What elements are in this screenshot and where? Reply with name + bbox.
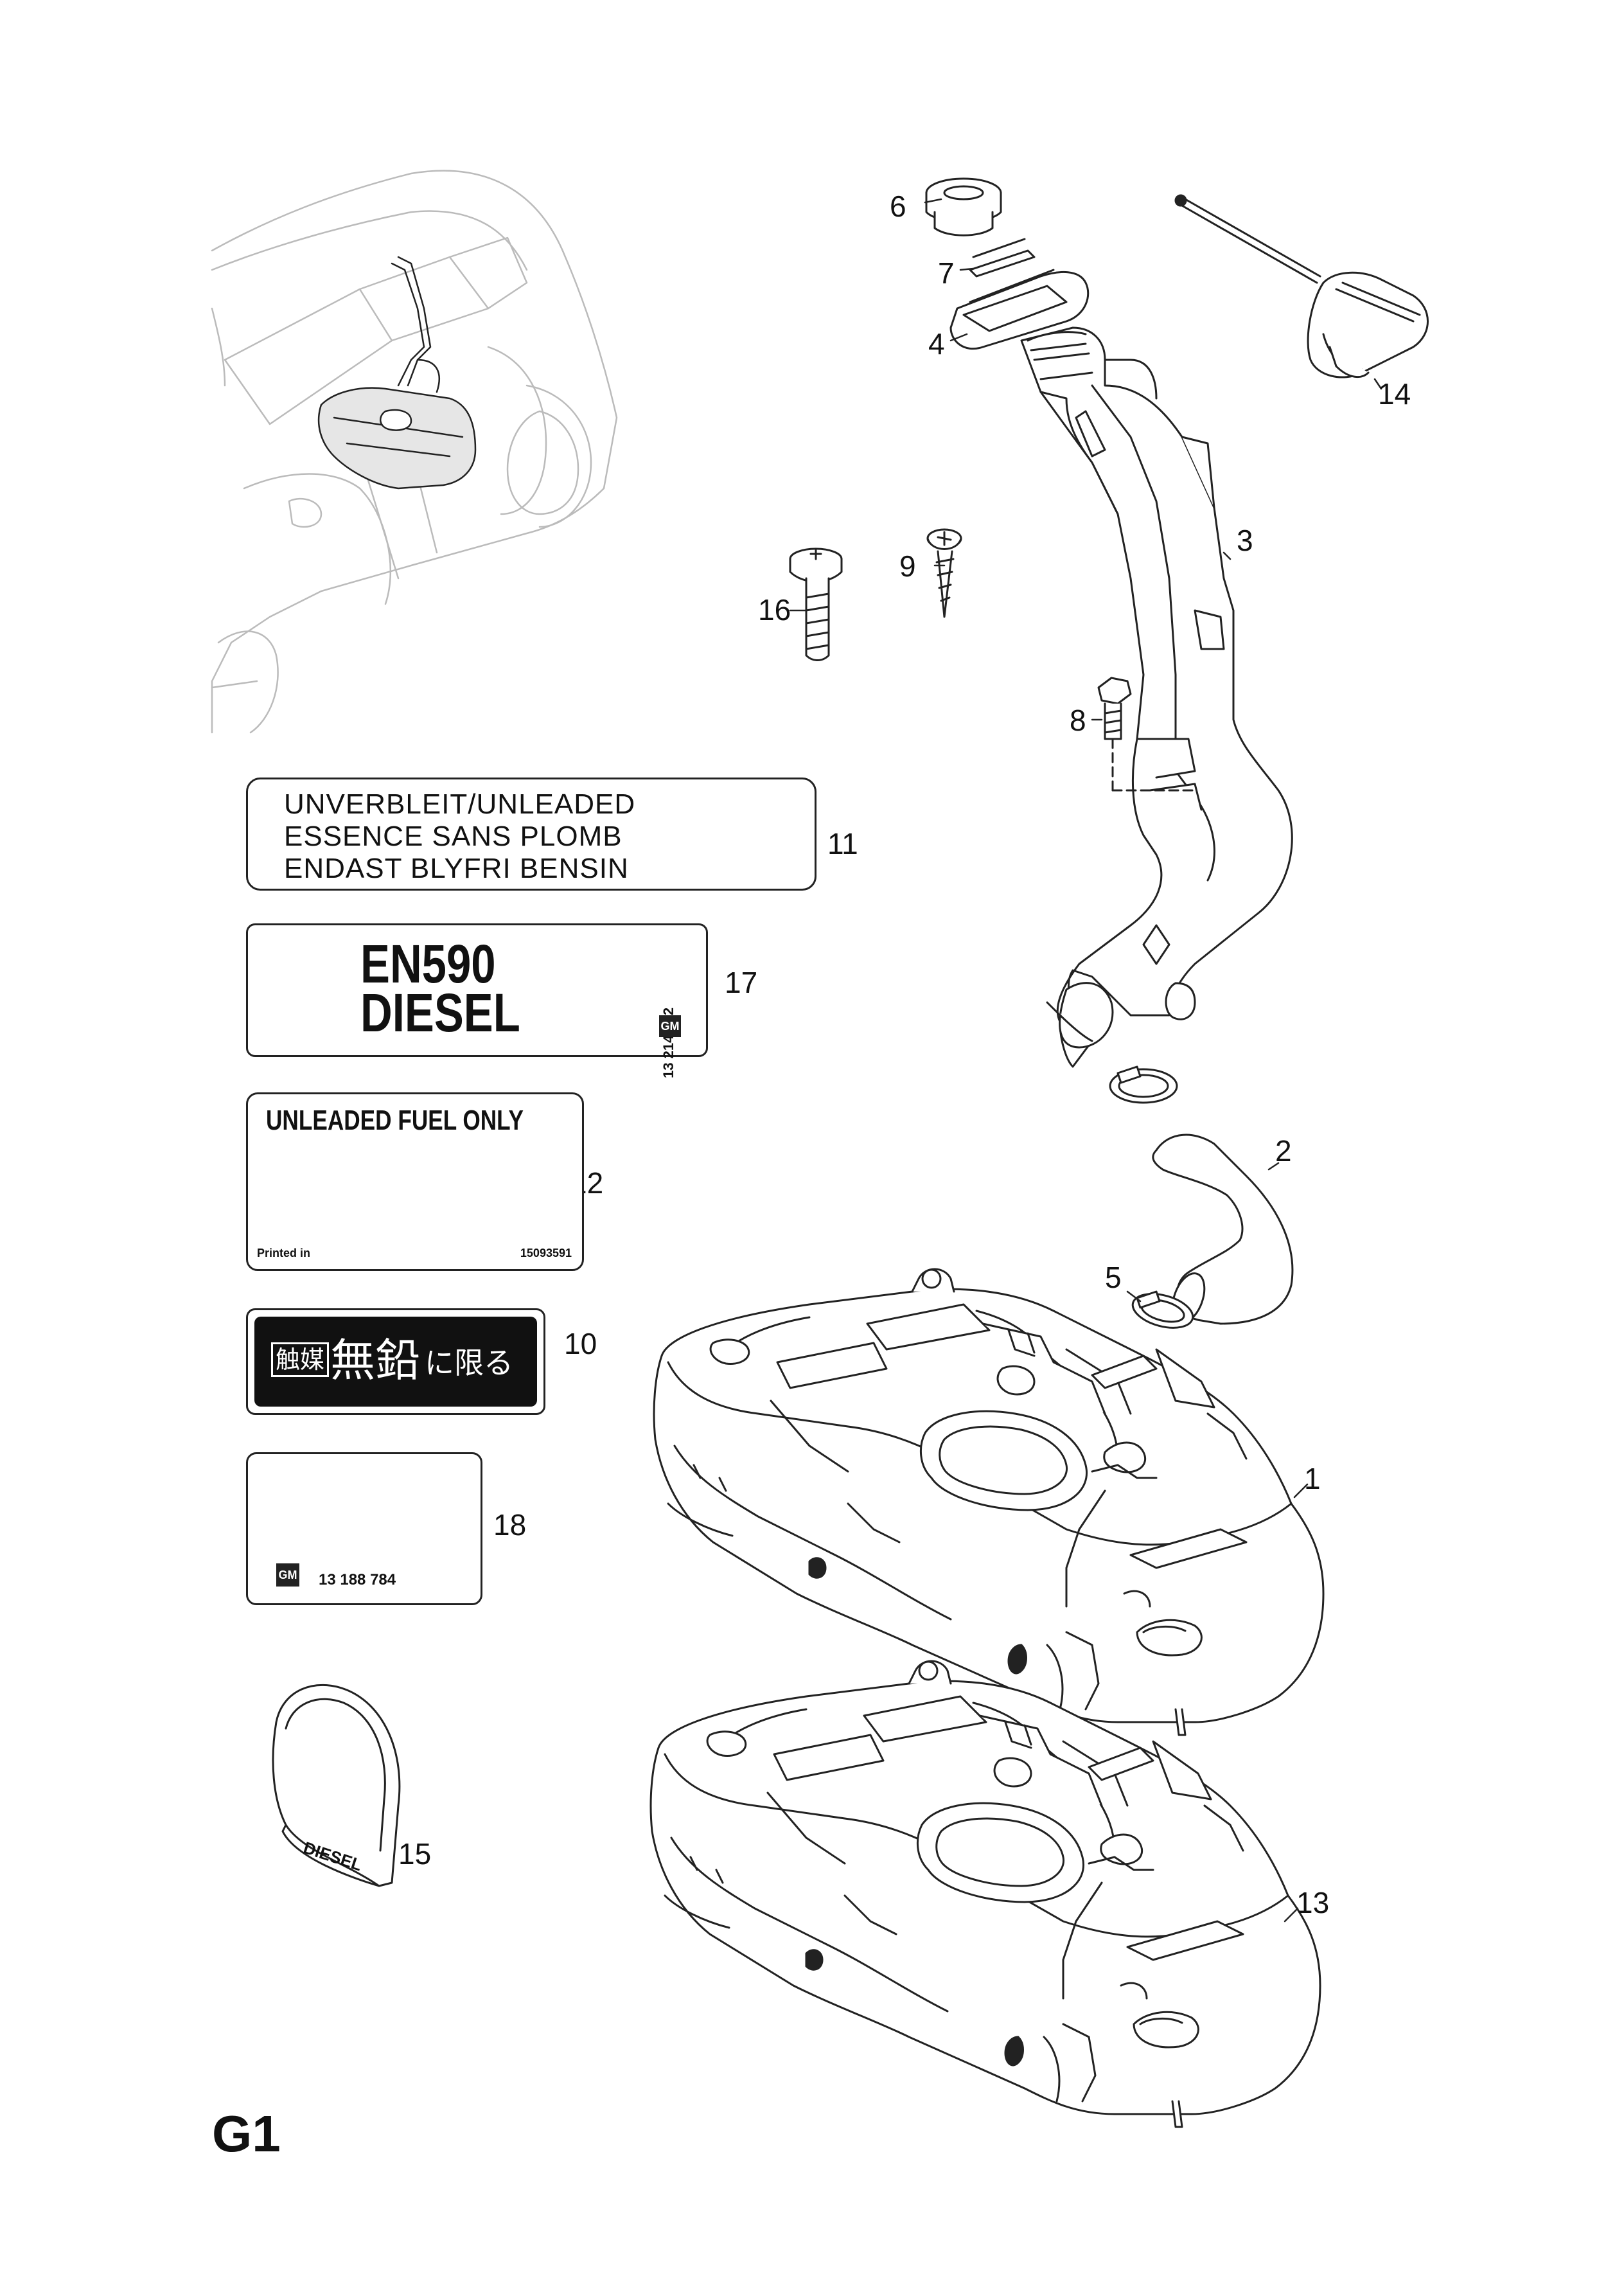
clamp-upper	[1109, 1065, 1178, 1104]
page-code: G1	[212, 2105, 281, 2162]
callout-17: 17	[725, 966, 758, 999]
label-11-line-1: UNVERBLEIT/UNLEADED	[284, 788, 636, 820]
callout-4: 4	[928, 327, 945, 360]
callout-14: 14	[1378, 377, 1411, 411]
label-10-boxed-text: 触媒	[271, 1342, 330, 1377]
callout-16: 16	[758, 593, 791, 627]
callout-10: 10	[564, 1327, 597, 1360]
label-10-background: 触媒 無鉛 に限る	[254, 1317, 537, 1407]
unleaded-fuel-only-label-part-12: UNLEADED FUEL ONLY Printed in 15093591	[246, 1092, 584, 1271]
filler-neck-pipe	[1020, 326, 1293, 1068]
japanese-unleaded-label-part-10: 触媒 無鉛 に限る	[246, 1308, 545, 1415]
label-10-main-text: 無鉛	[330, 1334, 420, 1387]
car-outline-illustration	[211, 170, 618, 734]
gm-logo-18: GM	[276, 1563, 299, 1587]
label-17-text: EN590 DIESEL	[360, 934, 520, 1043]
callout-1: 1	[1304, 1462, 1321, 1495]
screw-part-9	[926, 528, 962, 618]
callout-7: 7	[938, 256, 955, 290]
seal-ring-part-7	[969, 238, 1036, 278]
fuel-tank-part-13	[649, 1660, 1321, 2128]
label-18-code: 13 188 784	[319, 1571, 396, 1588]
callout-2: 2	[1275, 1134, 1292, 1168]
callout-18: 18	[493, 1508, 527, 1542]
label-11-line-3: ENDAST BLYFRI BENSIN	[284, 853, 629, 884]
callout-8: 8	[1070, 704, 1086, 737]
label-12-header: UNLEADED FUEL ONLY	[266, 1105, 524, 1136]
filler-housing-part-4	[949, 269, 1090, 350]
label-10-tail-text: に限る	[425, 1346, 513, 1380]
callout-11: 11	[827, 827, 858, 860]
callout-15: 15	[398, 1837, 432, 1871]
diesel-ring-sticker-part-15	[272, 1684, 401, 1887]
callout-6: 6	[890, 190, 906, 223]
clamp-part-5	[1131, 1290, 1194, 1329]
diesel-warning-label-part-18: GM 13 188 784	[246, 1452, 482, 1605]
leader-lines	[789, 198, 1382, 1923]
callout-13: 13	[1296, 1886, 1330, 1919]
callout-9: 9	[899, 549, 916, 583]
bolt-part-8	[1097, 677, 1196, 792]
bolt-part-16	[789, 547, 843, 661]
label-12-code: 15093591	[520, 1247, 572, 1259]
fuel-cap-part-14	[1174, 194, 1429, 378]
label-11-line-2: ESSENCE SANS PLOMB	[284, 821, 622, 852]
car-tank-thumbnail	[317, 256, 477, 490]
label-12-printed: Printed in	[257, 1247, 311, 1259]
callout-3: 3	[1237, 524, 1253, 557]
diesel-en590-label-part-17: EN590 DIESEL 13 214 862 GM	[246, 923, 708, 1078]
gm-logo-17: GM	[659, 1015, 681, 1037]
label-17-line-1: EN590	[360, 934, 496, 994]
fuel-tank-part-1	[653, 1268, 1325, 1736]
unleaded-label-part-11: UNVERBLEIT/UNLEADED ESSENCE SANS PLOMB E…	[246, 778, 816, 891]
label-17-line-2: DIESEL	[360, 982, 520, 1043]
callout-5: 5	[1105, 1261, 1122, 1294]
filler-cap-seal-part-6	[925, 177, 1002, 236]
